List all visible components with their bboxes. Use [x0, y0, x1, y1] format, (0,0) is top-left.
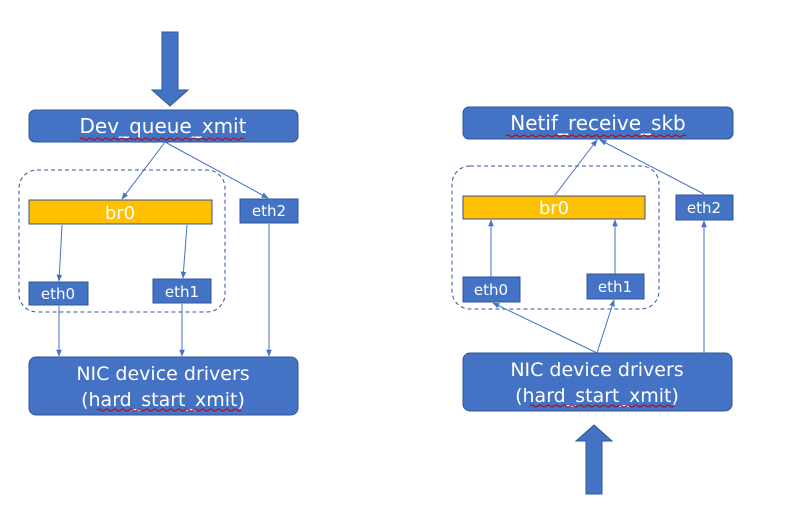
eth0-port-box [28, 281, 89, 306]
bridge-group-boundary [18, 169, 226, 313]
receive-driver-line1: NIC device drivers [510, 359, 683, 381]
receive-driver-line2: (hard_start_xmit) [515, 385, 679, 407]
arrow-driver-to-eth1 [596, 299, 615, 354]
arrow-br0-to-eth1 [180, 224, 188, 279]
eth1-port-box [152, 278, 212, 304]
dev-queue-xmit-box [28, 109, 299, 143]
transmit-diagram: Dev_queue_xmit br0 eth2 eth0 eth1 NIC de… [18, 31, 299, 416]
eth2-port-box [239, 198, 299, 224]
arrow-xmit-to-eth2 [164, 141, 269, 199]
eth1-label: eth1 [598, 278, 632, 296]
br0-label: br0 [105, 203, 135, 224]
arrow-driver-to-eth0 [492, 302, 598, 354]
dev-queue-xmit-label: Dev_queue_xmit [80, 114, 247, 138]
eth0-port-box [462, 276, 521, 303]
eth2-label: eth2 [252, 202, 286, 220]
receive-diagram: Netif_receive_skb br0 eth2 eth0 eth1 NIC… [451, 106, 734, 495]
spellcheck-underline [505, 134, 687, 138]
eth2-port-box [675, 194, 734, 221]
br0-bridge-box [28, 199, 213, 225]
transmit-driver-line1: NIC device drivers [76, 363, 249, 385]
arrow-eth2-to-netif [599, 139, 705, 195]
spellcheck-underline [79, 137, 245, 141]
eth2-label: eth2 [687, 199, 721, 217]
receive-entry-arrow [574, 424, 614, 495]
transmit-entry-arrow [150, 31, 190, 107]
eth0-label: eth0 [41, 285, 75, 303]
bridge-group-boundary [451, 165, 660, 310]
transmit-driver-box [28, 356, 299, 416]
spellcheck-underline [96, 408, 242, 412]
transmit-driver-line2: (hard_start_xmit) [81, 389, 245, 411]
eth0-label: eth0 [474, 281, 508, 299]
arrow-br0-to-netif [554, 139, 598, 196]
eth1-label: eth1 [165, 283, 199, 301]
arrow-xmit-to-br0 [121, 141, 166, 200]
br0-label: br0 [539, 198, 569, 219]
netif-receive-skb-label: Netif_receive_skb [510, 111, 686, 135]
eth1-port-box [586, 273, 645, 300]
netif-receive-skb-box [462, 106, 734, 140]
spellcheck-underline [529, 404, 675, 408]
arrow-br0-to-eth0 [56, 224, 63, 282]
br0-bridge-box [462, 195, 646, 220]
